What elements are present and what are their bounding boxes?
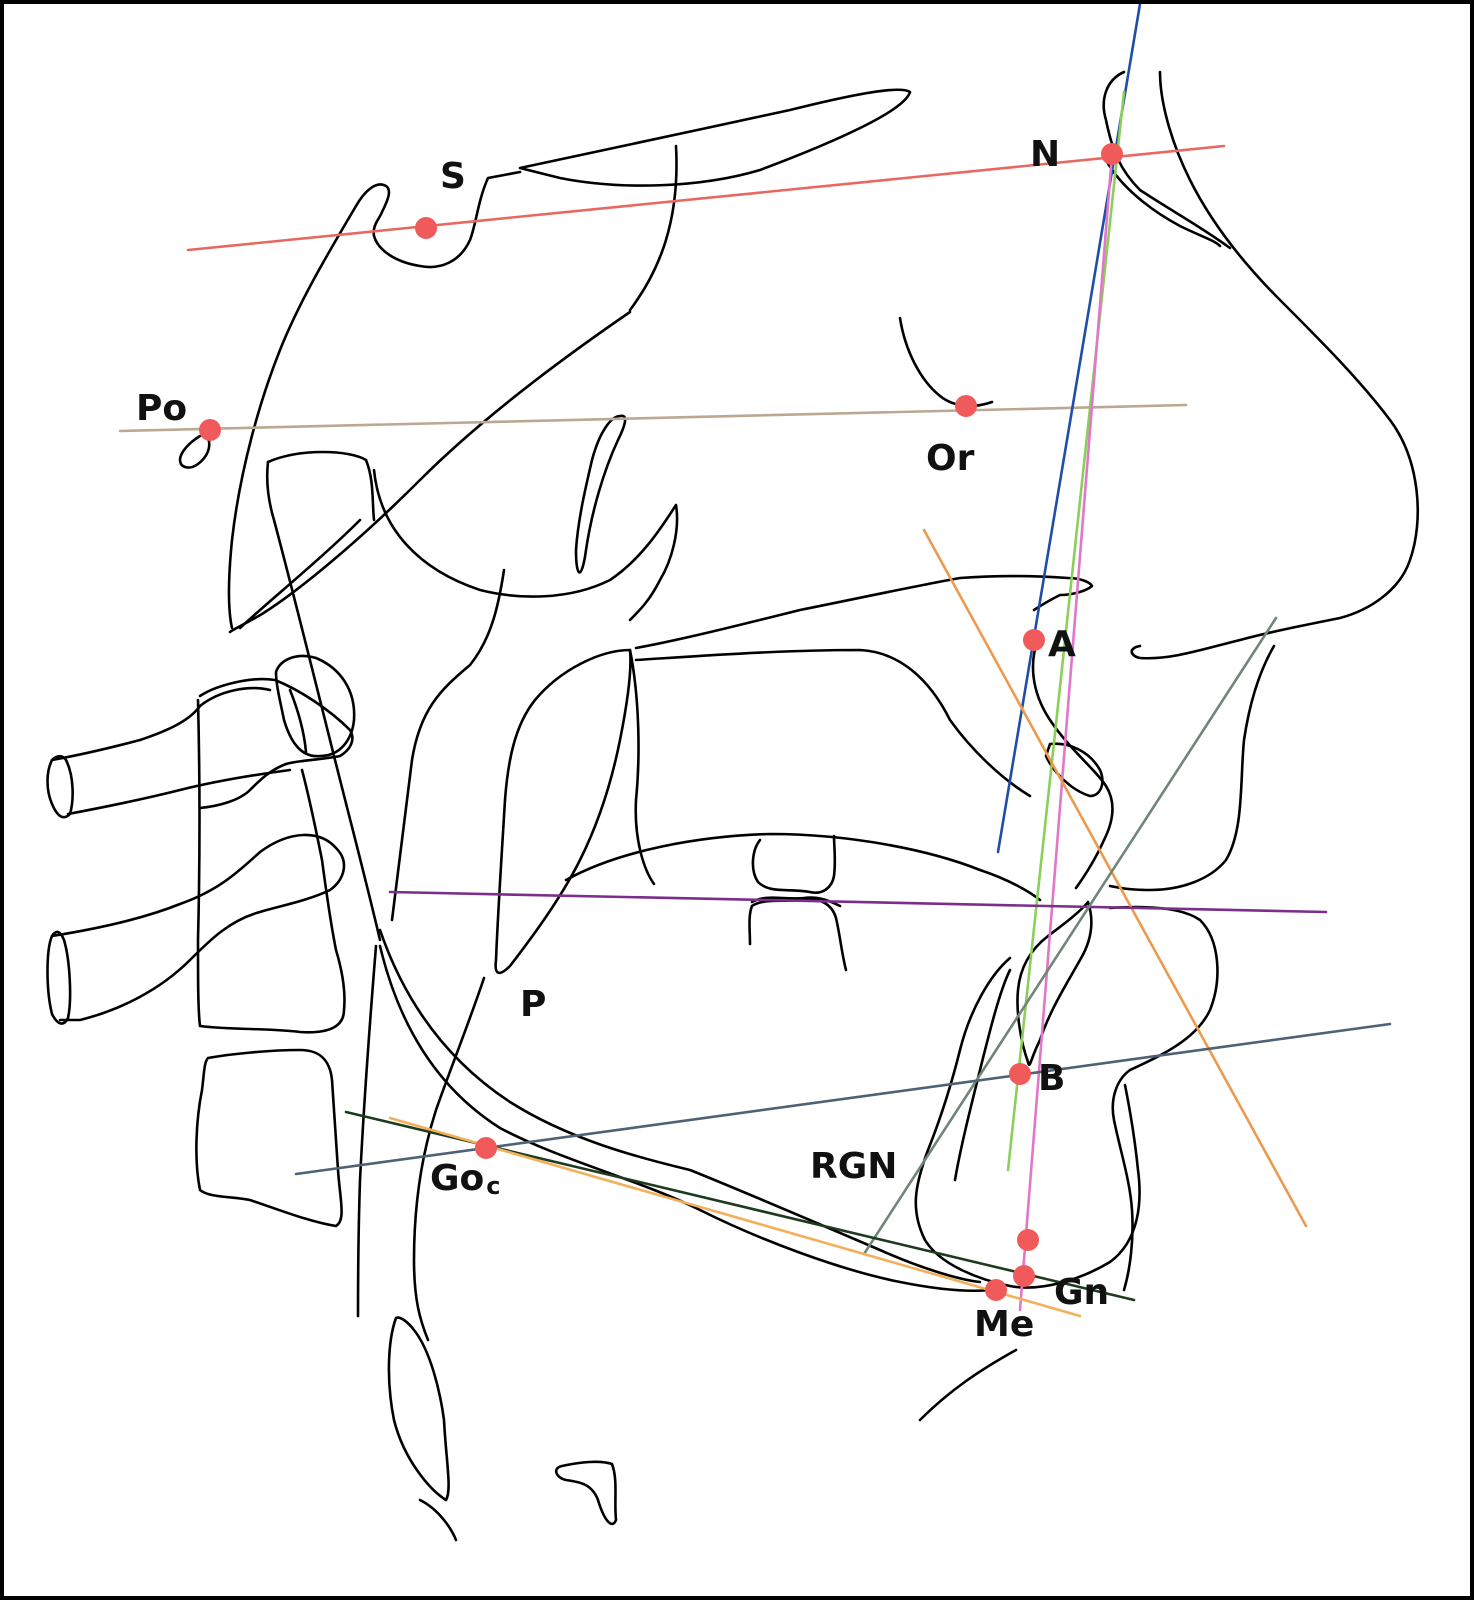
orbit-floor xyxy=(898,316,994,408)
pharynx-lower xyxy=(418,1498,458,1542)
soft-tissue-upper-lip xyxy=(1108,644,1276,892)
cervical-vertebra-c1 xyxy=(198,677,354,810)
pharynx-wall xyxy=(387,1316,450,1502)
upper-molar xyxy=(751,834,837,894)
anatomy-tracing xyxy=(46,70,1420,1542)
lower-incisor xyxy=(1016,900,1093,1067)
mandible-inner-cortex xyxy=(378,928,982,1284)
soft-palate-inner xyxy=(628,648,656,886)
orbit-roof-line xyxy=(628,144,678,312)
label-s: S xyxy=(440,156,466,197)
maxilla-posterior xyxy=(372,468,679,622)
tangent-line xyxy=(388,1116,1082,1318)
landmark-or-point xyxy=(955,395,977,417)
landmark-labels: S N Po Or A B P Goc RGN Gn Me xyxy=(136,134,1109,1345)
porion-outline xyxy=(178,434,211,469)
ptm-fissure xyxy=(574,414,627,574)
nb-line xyxy=(1018,152,1114,1312)
pterygoid-plate xyxy=(390,568,506,922)
atlas-arch xyxy=(50,686,272,762)
frankfort-line xyxy=(118,403,1188,433)
label-po: Po xyxy=(136,388,187,429)
tongue-dorsum xyxy=(564,832,1042,902)
ramus-posterior xyxy=(356,944,378,1318)
label-a: A xyxy=(1048,624,1076,665)
soft-tissue-lower-lip xyxy=(1108,905,1219,1292)
soft-palate xyxy=(494,648,632,975)
hard-palate xyxy=(634,574,1094,650)
c2-cap xyxy=(46,930,72,1025)
label-n: N xyxy=(1030,134,1060,175)
soft-tissue-nose xyxy=(1130,70,1420,660)
hyoid-bone xyxy=(554,1460,618,1526)
ramus-anterior xyxy=(412,976,486,1342)
landmark-gn-point xyxy=(1013,1265,1035,1287)
label-go-subscript: c xyxy=(486,1172,500,1200)
airway-posterior xyxy=(265,460,382,942)
cervical-vertebra-c3 xyxy=(195,1048,343,1228)
palate-floor xyxy=(634,648,1032,798)
occlusal-line xyxy=(388,890,1328,914)
landmark-pog-point xyxy=(1017,1229,1039,1251)
rgn-line xyxy=(862,616,1278,1256)
symphysis-inner xyxy=(953,968,1012,1182)
sn-line xyxy=(186,144,1226,252)
soft-tissue-nasion xyxy=(1104,158,1222,248)
cervical-vertebra-c2 xyxy=(196,698,346,1034)
symphysis xyxy=(914,956,1141,1289)
cephalometric-tracing: S N Po Or A B P Goc RGN Gn Me xyxy=(46,4,1420,1542)
label-b: B xyxy=(1038,1058,1065,1099)
anterior-cranial-base xyxy=(518,88,912,187)
label-p: P xyxy=(520,984,546,1025)
clivus xyxy=(228,310,632,634)
mandible-inferior-border xyxy=(378,944,992,1293)
landmark-b-point xyxy=(1009,1063,1031,1085)
orange-line xyxy=(922,528,1308,1228)
atlas-arch-lower xyxy=(66,768,292,816)
label-go-main: Go xyxy=(430,1158,484,1199)
dens xyxy=(274,654,356,758)
landmark-points xyxy=(199,143,1123,1301)
label-me: Me xyxy=(974,1304,1034,1345)
landmark-me-point xyxy=(985,1279,1007,1301)
label-go: Goc xyxy=(430,1158,501,1200)
label-or: Or xyxy=(926,438,975,479)
landmark-po-point xyxy=(199,419,221,441)
skull-base-inner xyxy=(238,518,362,630)
dens-inner xyxy=(288,688,308,754)
landmark-s-point xyxy=(415,217,437,239)
landmark-n-point xyxy=(1101,143,1123,165)
landmark-a-point xyxy=(1023,629,1045,651)
soft-tissue-forehead xyxy=(1102,70,1232,250)
label-rgn: RGN xyxy=(810,1146,897,1187)
lower-molar xyxy=(748,898,848,972)
atlas-cap xyxy=(46,754,74,819)
landmark-goc-point xyxy=(475,1137,497,1159)
sella-turcica xyxy=(227,170,522,630)
airway-anterior xyxy=(266,450,376,522)
label-gn: Gn xyxy=(1054,1272,1109,1313)
neck-line xyxy=(918,1348,1018,1422)
green-line xyxy=(1006,90,1126,1172)
c2-spinous xyxy=(50,833,346,1022)
